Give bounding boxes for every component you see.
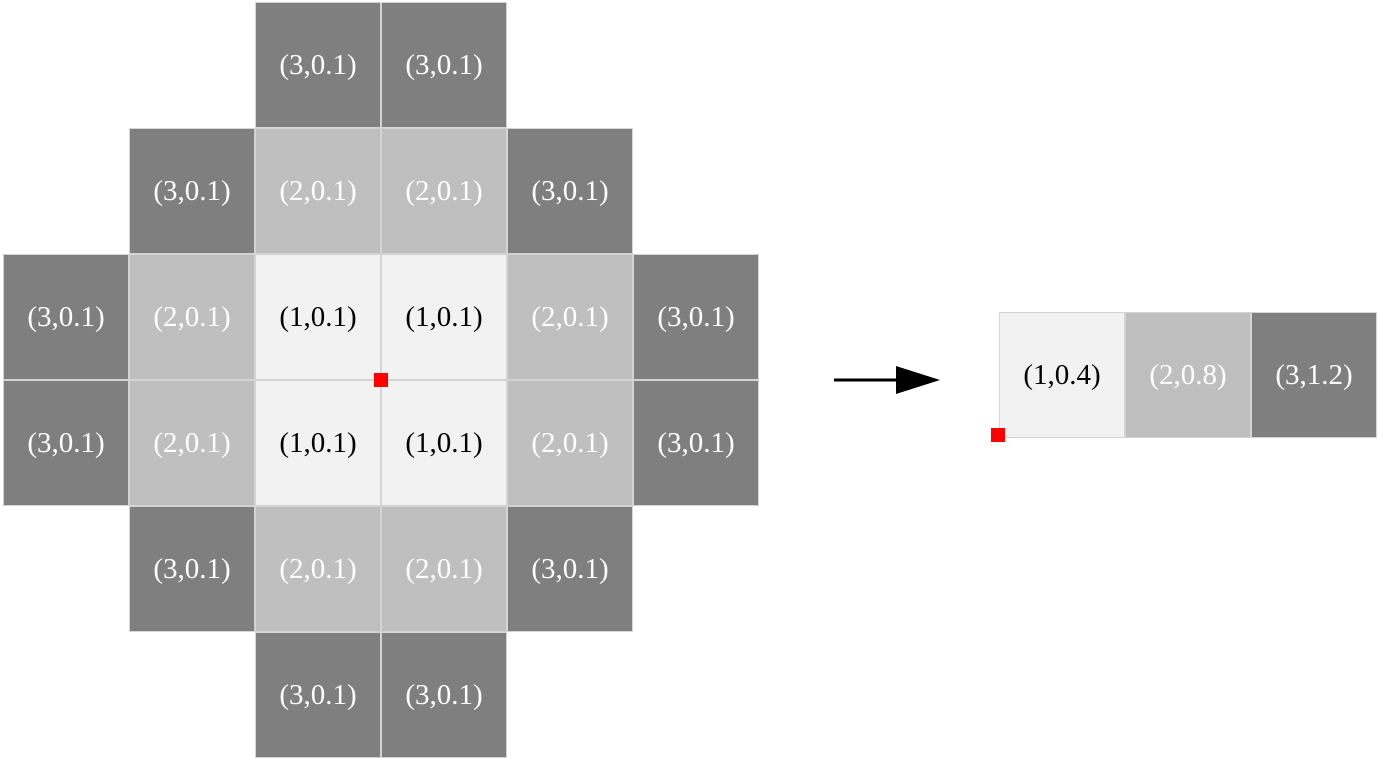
grid-cell: (3,0.1) — [129, 506, 255, 632]
summary-cell: (1,0.4) — [999, 312, 1125, 438]
grid-cell: (2,0.1) — [129, 254, 255, 380]
grid-center-marker — [374, 373, 388, 387]
summary-cell: (3,1.2) — [1251, 312, 1377, 438]
grid-cell: (3,0.1) — [3, 254, 129, 380]
grid-cell: (3,0.1) — [381, 2, 507, 128]
grid-cell: (2,0.1) — [507, 380, 633, 506]
summary-cell: (2,0.8) — [1125, 312, 1251, 438]
grid-cell: (1,0.1) — [255, 380, 381, 506]
grid-cell: (2,0.1) — [381, 128, 507, 254]
grid-cell: (3,0.1) — [507, 128, 633, 254]
grid-cell: (3,0.1) — [507, 506, 633, 632]
transform-arrow — [834, 366, 940, 394]
grid-cell: (3,0.1) — [381, 632, 507, 758]
grid-cell: (2,0.1) — [381, 506, 507, 632]
grid-cell: (2,0.1) — [507, 254, 633, 380]
grid-cell: (1,0.1) — [255, 254, 381, 380]
grid-cell: (3,0.1) — [3, 380, 129, 506]
grid-cell: (3,0.1) — [633, 380, 759, 506]
arrow-head — [896, 366, 940, 394]
grid-cell: (1,0.1) — [381, 380, 507, 506]
grid-cell: (1,0.1) — [381, 254, 507, 380]
summary-origin-marker — [991, 428, 1005, 442]
grid-cell: (2,0.1) — [255, 128, 381, 254]
grid-cell: (2,0.1) — [255, 506, 381, 632]
grid-cell: (3,0.1) — [255, 2, 381, 128]
grid-cell: (3,0.1) — [633, 254, 759, 380]
grid-cell: (2,0.1) — [129, 380, 255, 506]
grid-cell: (3,0.1) — [255, 632, 381, 758]
grid-cell: (3,0.1) — [129, 128, 255, 254]
